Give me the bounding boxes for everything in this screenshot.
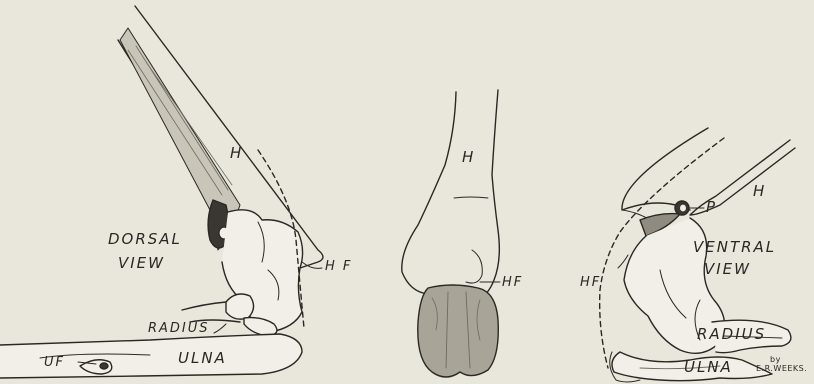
ventral-view-title-line1: VENTRAL [693, 240, 776, 255]
ventral-label-hf: HF [580, 276, 601, 289]
signature-by: by [770, 356, 781, 364]
dorsal-view-title-line1: DORSAL [108, 232, 182, 247]
ventral-label-ulna: ULNA [684, 360, 733, 375]
dorsal-view-title-line2: VIEW [118, 256, 165, 271]
dorsal-label-h: H [230, 146, 243, 161]
dorsal-label-ulna: ULNA [178, 351, 227, 366]
ventral-label-p: P [706, 200, 717, 215]
middle-view-drawing [402, 90, 500, 377]
dorsal-radius-head [226, 294, 254, 319]
middle-label-hf: HF [502, 276, 523, 289]
middle-humerus-shaft [402, 92, 456, 294]
middle-label-h: H [462, 150, 475, 165]
ventral-label-h: H [753, 184, 766, 199]
ventral-label-radius: RADIUS [697, 327, 766, 342]
dorsal-label-hf: H F [325, 260, 352, 273]
middle-distal-shaded [418, 285, 499, 377]
ventral-view-title-line2: VIEW [704, 262, 751, 277]
dorsal-label-radius: RADIUS [148, 322, 210, 335]
dorsal-label-uf: UF [44, 356, 65, 369]
signature-name: E.R.WEEKS. [756, 365, 807, 373]
